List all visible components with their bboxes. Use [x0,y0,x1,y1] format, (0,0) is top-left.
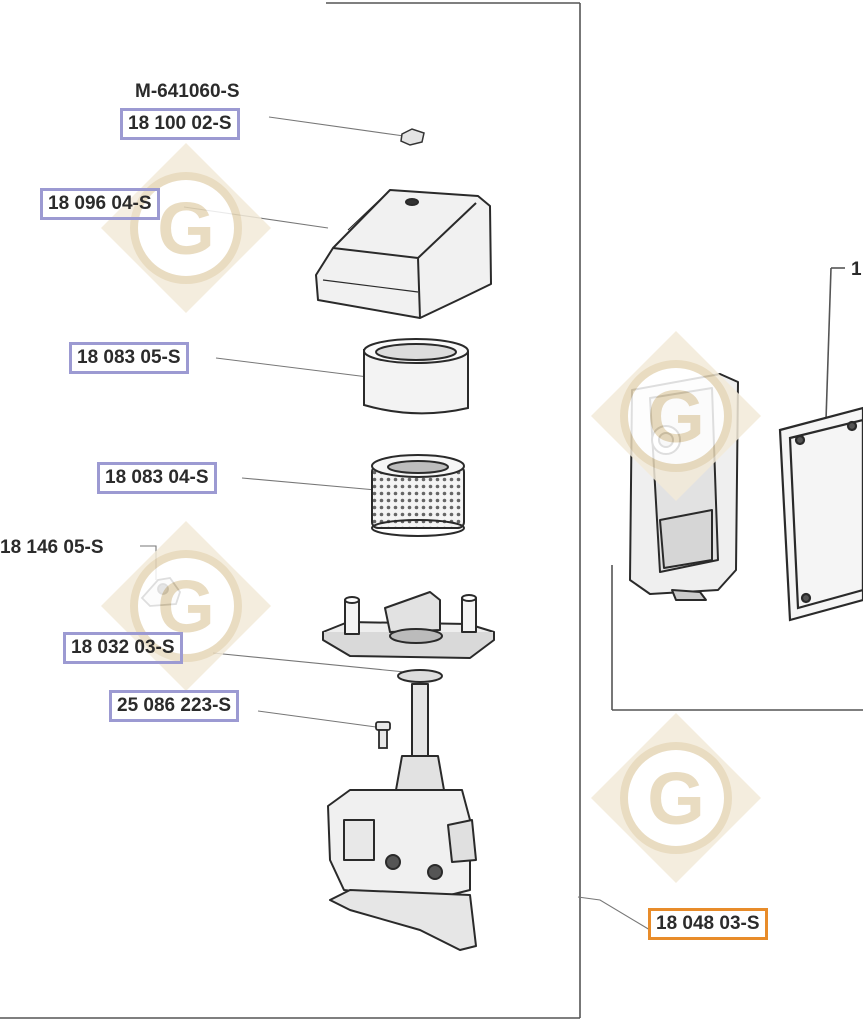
foam-ring-drawing [363,338,469,415]
gasket-drawing [397,669,443,683]
part-number-label[interactable]: 25 086 223-S [109,690,240,722]
part-number-label[interactable]: M-641060-S [135,81,240,102]
part-number-label[interactable]: 18 096 04-S [40,188,160,220]
part-number-label[interactable]: 18 100 02-S [120,108,240,140]
nut-part-drawing [400,128,425,146]
part-number-label[interactable]: 18 032 03-S [63,632,183,664]
part-number-label[interactable]: 18 083 04-S [97,462,217,494]
part-number-label-cropped: 1 [851,259,862,280]
base-plate-drawing [322,591,495,659]
part-number-label[interactable]: 18 146 05-S [0,537,104,558]
screw-drawing [375,721,391,749]
part-number-label[interactable]: 18 083 05-S [69,342,189,374]
filter-housing-drawing [327,683,477,951]
part-number-label-highlighted[interactable]: 18 048 03-S [648,908,768,940]
paper-filter-drawing [371,454,465,537]
filter-cover-drawing [315,189,492,319]
gasket-frame-drawing [778,406,863,622]
